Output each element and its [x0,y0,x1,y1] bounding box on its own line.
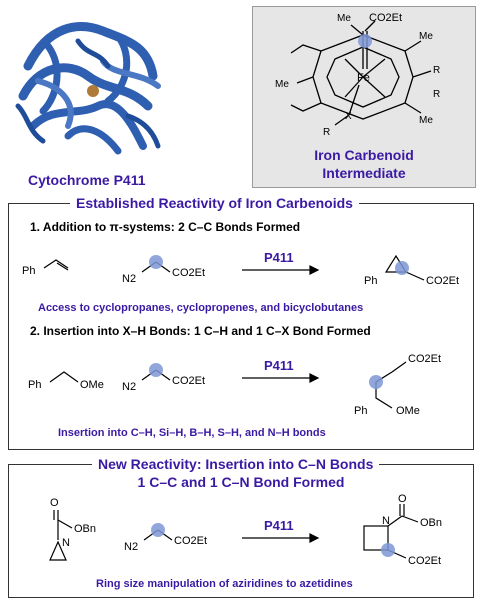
item1-product-ph: Ph [364,275,377,287]
porphyrin-ester: CO2Et [369,12,402,24]
carbene-highlight [358,34,372,48]
new-product-o: O [398,494,407,505]
item2-diazo-n2: N2 [122,381,136,393]
new-diazo-ester: CO2Et [174,535,207,547]
established-title: Established Reactivity of Iron Carbenoid… [70,195,359,211]
new-substrate-n: N [62,537,70,549]
item2-catalyst: P411 [264,358,294,373]
item1-heading: 1. Addition to π-systems: 2 C–C Bonds Fo… [30,220,301,234]
r-right-top: R [433,65,440,76]
methyl-left: Me [275,79,289,90]
item2-product-ome: OMe [396,405,420,417]
methyl-top: Me [337,13,351,24]
new-diazo-n2: N2 [124,541,138,553]
item2-substrate-ome: OMe [80,379,104,391]
axial-x: X [345,111,352,122]
item1-product-ester: CO2Et [426,275,459,287]
item2-caption: Insertion into C–H, Si–H, B–H, S–H, and … [58,427,326,439]
new-substrate-o: O [50,497,59,509]
r-right-bottom: R [433,89,440,100]
protein-label: Cytochrome P411 [28,172,146,188]
protein-ribbon-image [15,22,161,155]
item2-substrate-ph: Ph [28,379,41,391]
methyl-right: Me [419,31,433,42]
item2-scheme: Ph OMe N2 CO2Et P411 CO2Et Ph OMe [28,353,441,417]
new-catalyst: P411 [264,518,294,533]
item2-product-ester: CO2Et [408,353,441,365]
item1-caption: Access to cyclopropanes, cyclopropenes, … [38,302,364,314]
new-product-n: N [382,515,390,527]
item2-product-ph: Ph [354,405,367,417]
item1-substrate-ph: Ph [22,265,35,277]
new-title-line2: 1 C–C and 1 C–N Bond Formed [137,474,345,490]
intermediate-label-line2: Intermediate [322,165,406,181]
new-product-obn: OBn [420,517,442,529]
protein-structure [8,6,168,166]
new-substrate-obn: OBn [74,523,96,535]
axial-r: R [323,127,330,138]
new-title-line1: New Reactivity: Insertion into C–N Bonds [92,456,380,472]
iron-atom: Fe [357,72,370,84]
methyl-bottom-right: Me [419,115,433,126]
item1-diazo-ester: CO2Et [172,267,205,279]
item1-scheme: Ph N2 CO2Et P411 Ph CO2Et [22,250,459,287]
item2-heading: 2. Insertion into X–H Bonds: 1 C–H and 1… [30,324,371,338]
new-product-ester: CO2Et [408,555,441,567]
new-scheme: O OBn N N2 CO2Et P411 O OBn N CO2Et [49,494,442,567]
porphyrin-structure: CO2Et Fe Me Me R Me Me R X R [275,12,440,138]
intermediate-panel: CO2Et Fe Me Me R Me Me R X R Iron Carben… [252,6,476,188]
item1-catalyst: P411 [264,250,294,265]
item1-diazo-n2: N2 [122,273,136,285]
new-caption: Ring size manipulation of aziridines to … [96,578,353,590]
intermediate-label-line1: Iron Carbenoid [314,147,414,163]
item2-diazo-ester: CO2Et [172,375,205,387]
heme-cofactor-icon [87,85,99,97]
